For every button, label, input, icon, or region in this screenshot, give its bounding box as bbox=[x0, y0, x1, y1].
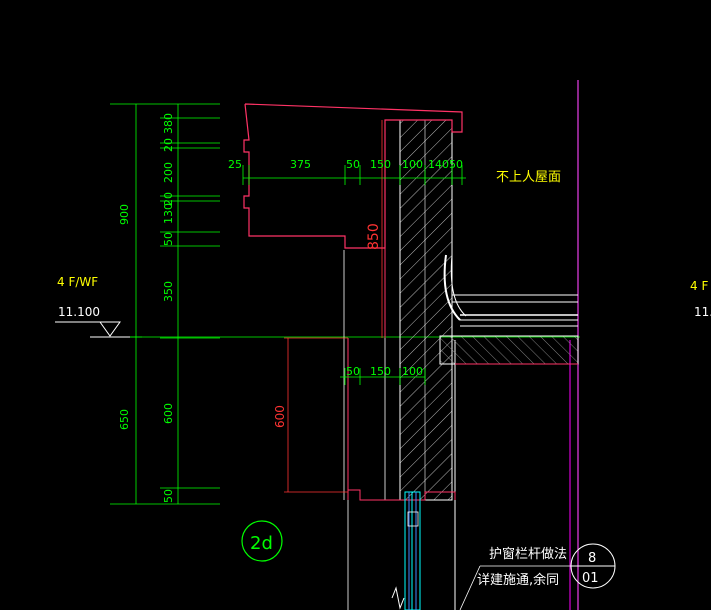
concrete-wall bbox=[384, 119, 453, 501]
dim-200: 200 bbox=[162, 162, 175, 183]
dim-h-140: 140 bbox=[428, 158, 449, 171]
dim-350: 350 bbox=[162, 281, 175, 302]
level-label-right: 4 F bbox=[690, 279, 708, 293]
dim-h-25: 25 bbox=[228, 158, 242, 171]
left-dimensions bbox=[130, 104, 220, 504]
detail-id: 2d bbox=[250, 533, 273, 554]
roof-slab bbox=[439, 254, 579, 365]
red-dimensions bbox=[284, 120, 383, 493]
note-line-2: 详建施通,余同 bbox=[477, 572, 559, 588]
roof-note: 不上人屋面 bbox=[496, 170, 561, 185]
ref-top: 8 bbox=[588, 551, 596, 566]
note-line-1: 护窗栏杆做法 bbox=[489, 546, 567, 562]
dim-h2-100: 100 bbox=[402, 365, 423, 378]
dim-380: 380 bbox=[162, 113, 175, 134]
window-frame bbox=[404, 491, 421, 610]
elevation-value: 11.100 bbox=[58, 305, 100, 319]
top-dimensions bbox=[242, 165, 466, 385]
dim-h-375: 375 bbox=[290, 158, 311, 171]
dim-h2-50: 50 bbox=[346, 365, 360, 378]
level-label: 4 F/WF bbox=[57, 275, 98, 289]
dim-red-850: 850 bbox=[366, 223, 382, 250]
elevation-marker bbox=[55, 321, 130, 338]
dim-50: 50 bbox=[162, 232, 175, 246]
dim-h-50b: 50 bbox=[449, 158, 463, 171]
dim-h-150: 150 bbox=[370, 158, 391, 171]
ref-bottom: 01 bbox=[582, 571, 599, 586]
dim-600: 600 bbox=[162, 403, 175, 424]
elevation-value-right: 11. bbox=[694, 305, 711, 319]
dim-130: 130 bbox=[162, 203, 175, 224]
dim-h-50: 50 bbox=[346, 158, 360, 171]
dim-red-600: 600 bbox=[273, 405, 287, 428]
dim-h-100: 100 bbox=[402, 158, 423, 171]
dim-50b: 50 bbox=[162, 489, 175, 503]
dim-650: 650 bbox=[118, 409, 131, 430]
dim-900: 900 bbox=[118, 204, 131, 225]
detail-tag: 2d bbox=[241, 520, 283, 562]
parapet-outline bbox=[243, 103, 463, 501]
dim-20: 20 bbox=[162, 138, 175, 152]
dim-h2-150: 150 bbox=[370, 365, 391, 378]
dim-20b: 20 bbox=[162, 192, 175, 206]
reference-note: 护窗栏杆做法 详建施通,余同 8 01 bbox=[459, 543, 616, 610]
